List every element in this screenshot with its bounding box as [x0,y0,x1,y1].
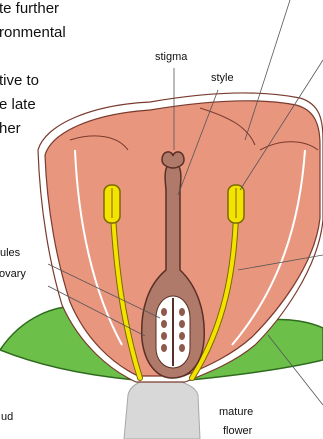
label-ovules-fragment: ules [0,248,20,259]
caption-fragment-2: ronmental [0,25,66,40]
caption-fragment-3: tive to [0,73,39,88]
label-stigma: stigma [155,52,187,63]
receptacle [124,378,200,439]
caption-fragment-5: her [0,121,21,136]
label-style: style [211,73,234,84]
caption-fragment-1: te further [0,1,59,16]
caption-fragment-4: e late [0,97,36,112]
label-flower: flower [223,426,252,437]
stigma-tip [162,152,184,168]
label-ovary-fragment: ovary [0,269,26,280]
label-bud-fragment: ud [1,412,13,423]
label-mature: mature [219,407,253,418]
